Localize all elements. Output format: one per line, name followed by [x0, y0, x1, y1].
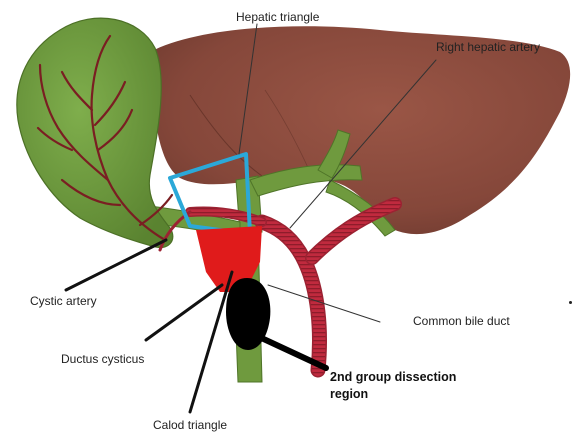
- label-ductus-cysticus: Ductus cysticus: [61, 352, 144, 366]
- label-dissection-region: 2nd group dissection region: [330, 369, 470, 403]
- label-cystic-artery: Cystic artery: [30, 294, 97, 308]
- label-hepatic-triangle: Hepatic triangle: [236, 10, 319, 24]
- stray-dot: [569, 301, 572, 304]
- label-common-bile-duct: Common bile duct: [413, 314, 510, 328]
- label-right-hepatic-artery: Right hepatic artery: [436, 40, 540, 54]
- label-calod-triangle: Calod triangle: [153, 418, 227, 432]
